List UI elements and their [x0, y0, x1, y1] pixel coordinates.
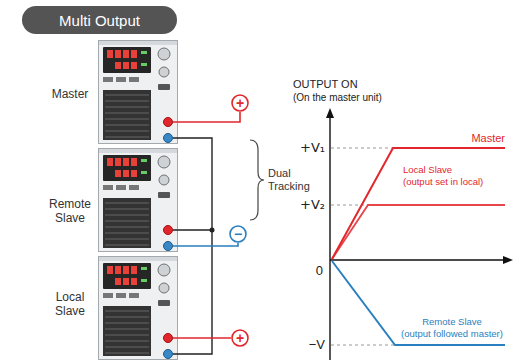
text-label: OUTPUT ON: [293, 78, 358, 91]
text-label: Remote Slave: [422, 317, 482, 328]
text-label: (output followed master): [401, 329, 503, 340]
text-label: (On the master unit): [293, 92, 382, 104]
terminal-circle: +: [231, 329, 249, 347]
master-unit: [99, 41, 178, 144]
terminal-circle: +: [231, 94, 249, 112]
text-label: Local Slave: [45, 291, 95, 319]
chart-axis: [330, 116, 505, 360]
text-label: +V₂: [300, 198, 325, 213]
junction-dot: [210, 228, 215, 233]
remote-slave-curve: [332, 261, 505, 345]
text-label: Master: [52, 88, 89, 102]
text-label: Remote Slave: [45, 198, 95, 226]
text-label: (output set in local): [403, 177, 483, 188]
text-label: −V: [309, 338, 325, 353]
local-slave-unit: [99, 257, 178, 360]
bracket: [250, 140, 264, 220]
text-label: Master: [471, 132, 505, 145]
positive-wire: [173, 112, 240, 122]
remote-slave-unit: [99, 149, 178, 252]
text-label: Local Slave: [403, 165, 452, 176]
terminal-sign: −: [234, 227, 242, 241]
terminal-sign: +: [236, 96, 244, 110]
title-text: Multi Output: [59, 12, 140, 29]
terminal-circle: −: [229, 225, 247, 243]
positive-wire: [173, 337, 231, 339]
axis-arrow: [503, 256, 513, 264]
text-label: +V₁: [300, 141, 325, 156]
title-pill: Multi Output: [22, 6, 177, 34]
text-label: 0: [316, 264, 323, 279]
master-curve: [332, 148, 505, 259]
terminal-sign: +: [236, 331, 244, 345]
negative-wire: [173, 243, 238, 246]
text-label: Dual Tracking: [268, 167, 320, 192]
axis-arrow: [326, 108, 334, 118]
